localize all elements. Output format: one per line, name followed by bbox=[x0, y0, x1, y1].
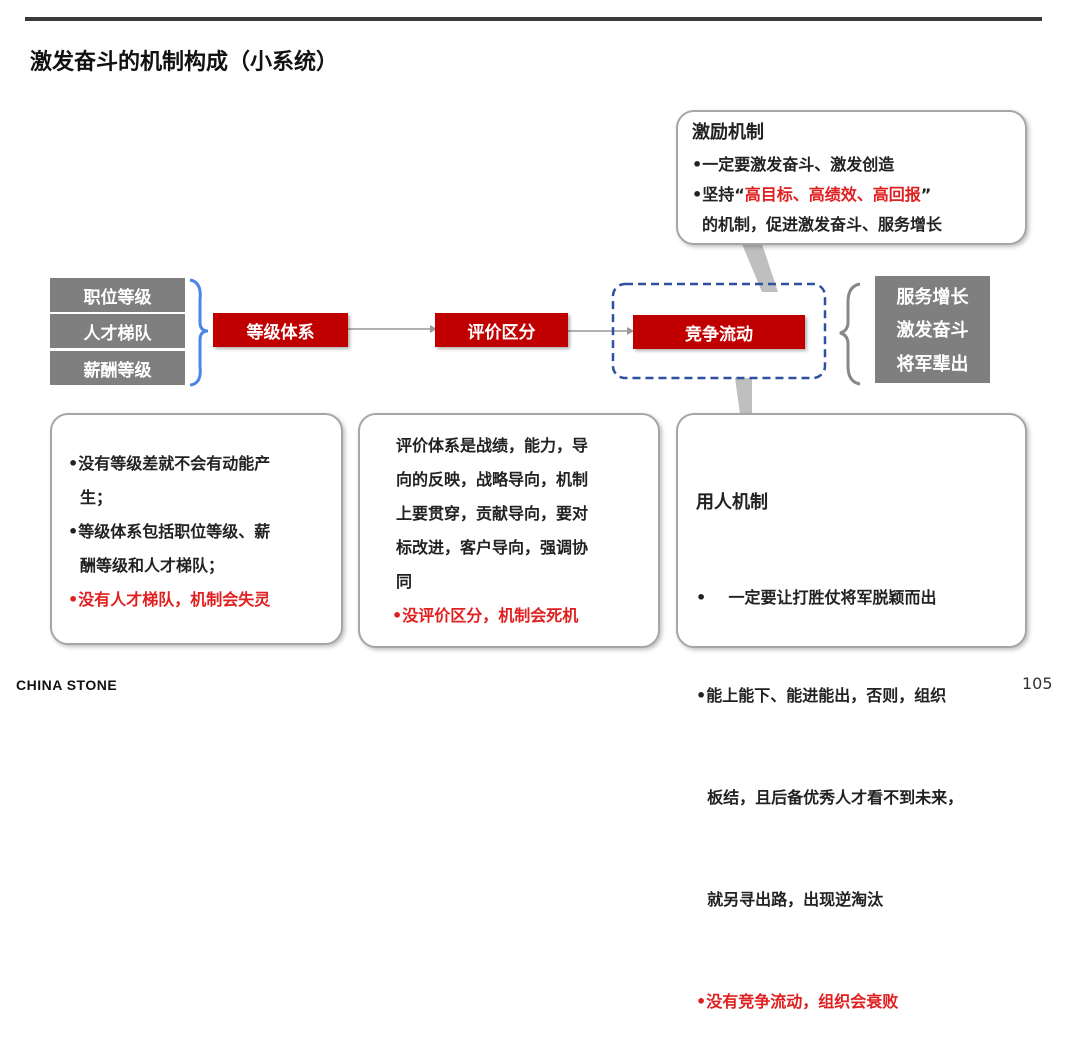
text-line: •等级体系包括职位等级、薪 bbox=[68, 522, 271, 541]
china-stone-logo: CHINA STONE bbox=[16, 677, 118, 693]
staffing-box: 用人机制 • 一定要让打胜仗将军脱颖而出 •能上能下、能进能出，否则，组织 板结… bbox=[676, 413, 1027, 1011]
level-item-salary: 薪酬等级 bbox=[50, 351, 185, 385]
level-item-position: 职位等级 bbox=[50, 278, 185, 312]
grade-system-box: •没有等级差就不会有动能产 生； •等级体系包括职位等级、薪 酬等级和人才梯队；… bbox=[50, 413, 343, 645]
outcomes-box: 服务增长 激发奋斗 将军辈出 bbox=[875, 276, 990, 383]
text-line: 同 bbox=[396, 572, 413, 591]
incentive-line: •坚持“高目标、高绩效、高回报” bbox=[692, 180, 1025, 210]
incentive-line: 的机制，促进激发奋斗、服务增长 bbox=[702, 215, 943, 234]
text-line: •能上能下、能进能出，否则，组织 bbox=[696, 686, 947, 705]
text: •坚持“ bbox=[692, 185, 745, 204]
text-line: 向的反映，战略导向，机制 bbox=[396, 470, 589, 489]
callout-pointer-bottom bbox=[735, 378, 752, 414]
staffing-heading: 用人机制 bbox=[696, 492, 768, 513]
highlight-text: 高目标、高绩效、高回报 bbox=[744, 185, 921, 204]
outcome: 服务增长 bbox=[896, 286, 969, 308]
incentive-heading: 激励机制 bbox=[692, 122, 764, 143]
text-line: 标改进，客户导向，强调协 bbox=[396, 538, 589, 557]
text-line: 生； bbox=[80, 488, 113, 507]
flow-grade-system: 等级体系 bbox=[213, 313, 348, 347]
connectors bbox=[189, 244, 861, 414]
flow-evaluation: 评价区分 bbox=[435, 313, 568, 347]
page-number: 105 bbox=[1022, 674, 1053, 693]
evaluation-box: 评价体系是战绩，能力，导 向的反映，战略导向，机制 上要贯穿，贡献导向，要对 标… bbox=[358, 413, 660, 648]
outcome: 激发奋斗 bbox=[896, 320, 969, 342]
incentive-line: •一定要激发奋斗、激发创造 bbox=[692, 155, 895, 174]
left-brace bbox=[189, 278, 209, 387]
dashed-highlight bbox=[611, 282, 827, 380]
level-item-talent: 人才梯队 bbox=[50, 314, 185, 348]
text-line: 板结，且后备优秀人才看不到未来， bbox=[696, 788, 964, 807]
flow-competition: 竞争流动 bbox=[633, 315, 805, 349]
text-line: 上要贯穿，贡献导向，要对 bbox=[396, 504, 589, 523]
text-line: 就另寻出路，出现逆淘汰 bbox=[696, 890, 884, 909]
warning-line: •没有人才梯队，机制会失灵 bbox=[68, 590, 271, 609]
top-rule bbox=[25, 17, 1042, 21]
warning-line: •没评价区分，机制会死机 bbox=[392, 606, 579, 625]
warning-line: •没有竞争流动，组织会衰败 bbox=[696, 992, 899, 1011]
text: ” bbox=[920, 185, 932, 204]
page-title: 激发奋斗的机制构成（小系统） bbox=[30, 50, 339, 75]
text-line: • 一定要让打胜仗将军脱颖而出 bbox=[696, 588, 937, 607]
text-line: •没有等级差就不会有动能产 bbox=[68, 454, 271, 473]
right-brace bbox=[839, 282, 861, 386]
text-line: 酬等级和人才梯队； bbox=[80, 556, 225, 575]
text-line: 评价体系是战绩，能力，导 bbox=[396, 436, 589, 455]
callout-pointer-top bbox=[742, 244, 778, 292]
incentive-callout: 激励机制 •一定要激发奋斗、激发创造 •坚持“高目标、高绩效、高回报” 的机制，… bbox=[676, 110, 1027, 245]
outcome: 将军辈出 bbox=[896, 354, 969, 376]
